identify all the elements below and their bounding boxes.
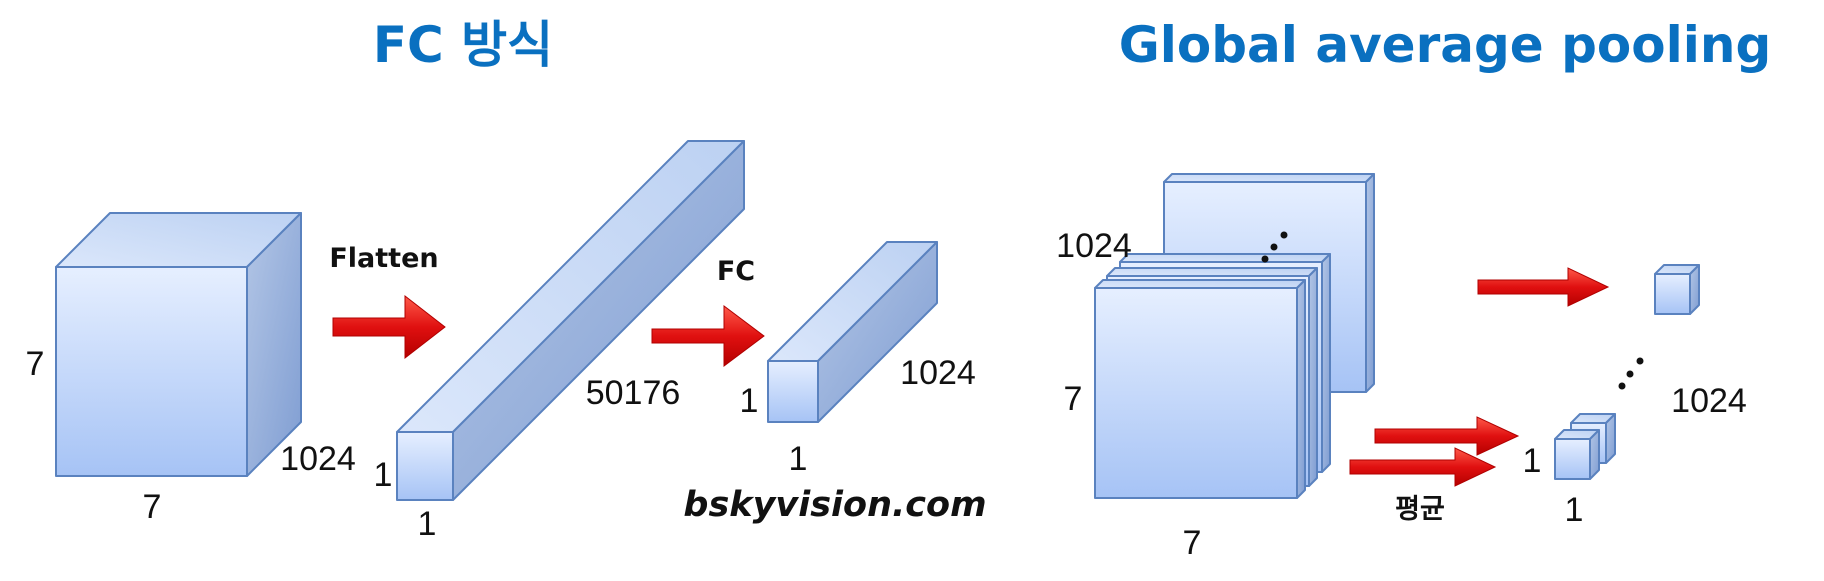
feature-maps-count-label: 1024 xyxy=(1056,227,1132,265)
average-label: 평균 xyxy=(1395,494,1445,525)
average-arrow-top xyxy=(1477,267,1610,307)
input-feature-cube xyxy=(55,212,302,477)
flattened-vector-bar xyxy=(396,140,745,501)
feature-map-stack-front xyxy=(1094,253,1331,499)
fc-output-bar xyxy=(767,241,938,423)
output-cube-top xyxy=(1654,264,1700,315)
fc-output-depth-label: 1024 xyxy=(900,354,976,392)
input-cube-height-label: 7 xyxy=(26,345,45,383)
flatten-label: Flatten xyxy=(329,243,438,274)
input-cube-depth-label: 1024 xyxy=(280,440,356,478)
flat-bar-width-label: 1 xyxy=(418,505,437,543)
output-cube-front xyxy=(1554,429,1600,480)
flat-bar-height-label: 1 xyxy=(374,456,393,494)
average-arrow-lower-2 xyxy=(1349,447,1497,487)
fc-arrow xyxy=(651,305,765,367)
fc-label: FC xyxy=(717,256,755,287)
output-count-label: 1024 xyxy=(1671,382,1747,420)
flatten-arrow xyxy=(332,294,446,360)
fc-title: FC 방식 xyxy=(373,16,553,74)
feature-map-height-label: 7 xyxy=(1064,380,1083,418)
fc-output-width-label: 1 xyxy=(789,440,808,478)
gap-title: Global average pooling xyxy=(1119,16,1772,74)
feature-maps-ellipsis xyxy=(1261,231,1288,263)
feature-map-width-label: 7 xyxy=(1183,524,1202,562)
fc-output-height-label: 1 xyxy=(740,382,759,420)
output-ellipsis xyxy=(1618,357,1644,390)
flat-bar-length-label: 50176 xyxy=(586,374,681,412)
output-cube-height-label: 1 xyxy=(1523,442,1542,480)
watermark: bskyvision.com xyxy=(683,485,986,525)
output-cube-width-label: 1 xyxy=(1565,491,1584,529)
input-cube-width-label: 7 xyxy=(143,488,162,526)
average-arrow-lower-1 xyxy=(1374,416,1520,456)
